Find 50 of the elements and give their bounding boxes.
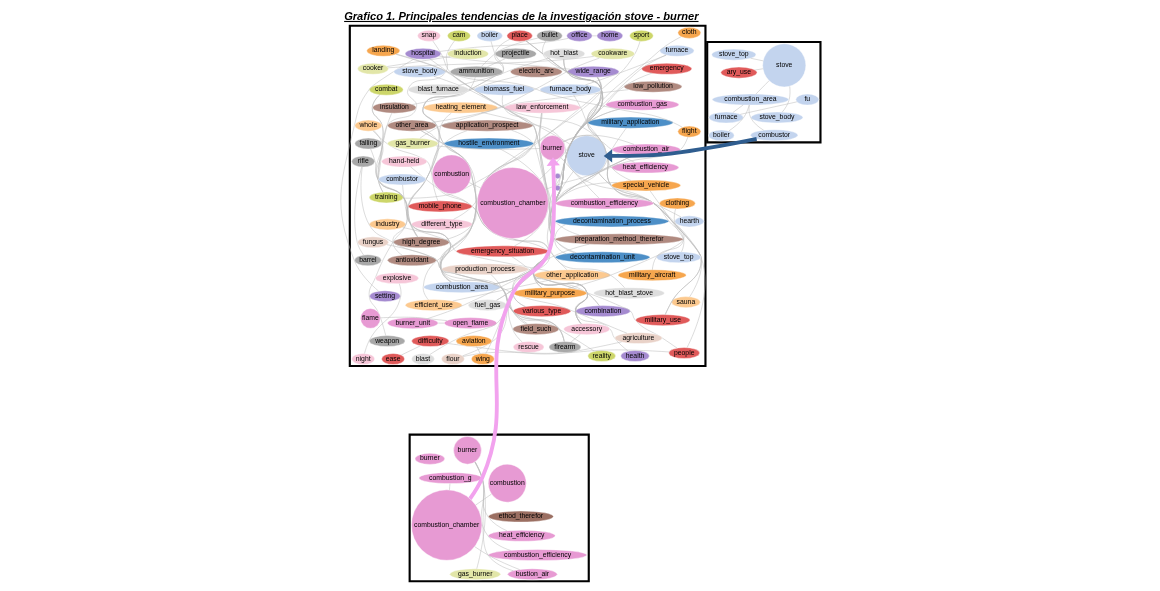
connector xyxy=(406,130,439,238)
connector xyxy=(437,322,444,324)
connector xyxy=(510,130,580,236)
connector xyxy=(457,57,550,86)
connector xyxy=(435,145,540,150)
connector xyxy=(474,461,507,532)
connector xyxy=(411,75,519,105)
connector xyxy=(431,89,629,123)
connector xyxy=(554,224,566,254)
connector xyxy=(584,54,666,86)
connector xyxy=(473,546,520,570)
connector xyxy=(507,112,555,343)
connector xyxy=(468,182,481,189)
connector xyxy=(401,184,452,283)
connector xyxy=(547,127,626,254)
connector xyxy=(755,80,769,95)
connector xyxy=(386,56,450,67)
connector xyxy=(353,166,364,256)
connector xyxy=(739,101,797,115)
connector xyxy=(486,58,506,67)
connector xyxy=(379,316,447,321)
connector xyxy=(499,148,576,253)
connector xyxy=(433,76,570,145)
connector xyxy=(649,190,684,271)
connector xyxy=(748,104,764,131)
node-circle xyxy=(554,185,561,192)
connector xyxy=(474,461,486,569)
connector xyxy=(422,112,477,301)
node-circle xyxy=(554,173,561,180)
connector xyxy=(377,112,418,238)
connector xyxy=(400,345,421,356)
connector xyxy=(559,157,599,199)
connector xyxy=(562,134,634,145)
connector xyxy=(754,68,763,71)
connector xyxy=(474,493,492,506)
diagram-title: Grafico 1. Principales tendencias de la investigación stove - burner xyxy=(343,9,699,22)
connector xyxy=(562,135,635,163)
connector xyxy=(749,57,763,62)
connector xyxy=(570,334,581,343)
connector xyxy=(451,279,551,302)
connector xyxy=(728,104,749,132)
connector xyxy=(387,56,594,69)
connector xyxy=(474,461,514,571)
connector xyxy=(474,461,511,551)
connector xyxy=(732,104,743,113)
connector xyxy=(452,112,542,220)
connector xyxy=(781,86,790,113)
connector xyxy=(475,346,480,354)
arrow xyxy=(603,137,757,163)
connector xyxy=(591,35,597,37)
